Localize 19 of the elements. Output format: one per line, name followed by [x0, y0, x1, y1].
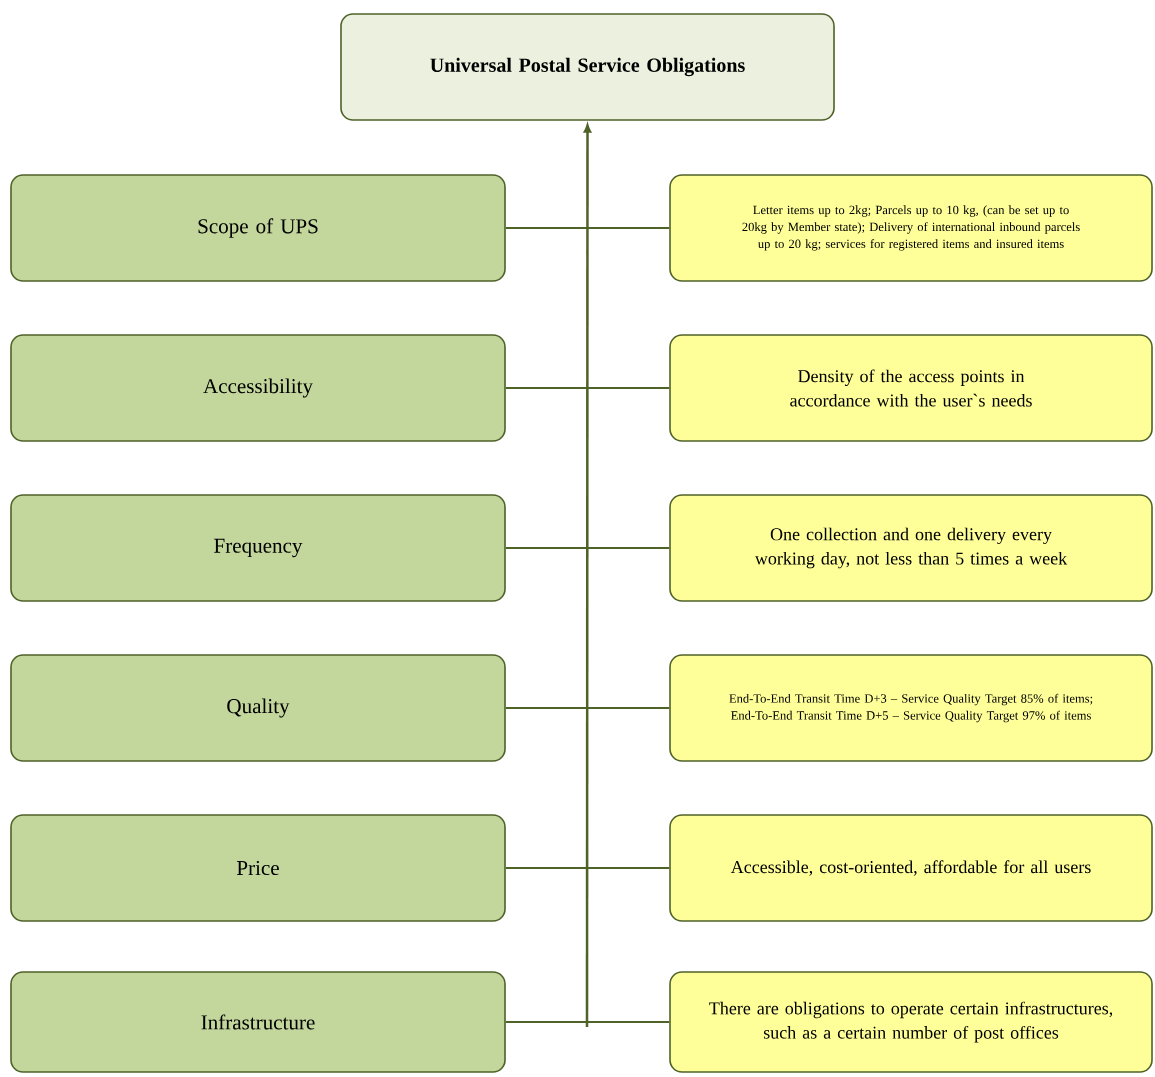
description-box: End-To-End Transit Time D+3 – Service Quality Target 85% of items; End-To-End Transit Time D+5 – Service Quality Target 97% of items — [669, 654, 1153, 762]
category-box: Infrastructure — [10, 971, 506, 1073]
category-box: Accessibility — [10, 334, 506, 442]
connector-line — [504, 867, 671, 869]
connector-line — [504, 547, 671, 549]
category-box: Price — [10, 814, 506, 922]
description-box: Accessible, cost-oriented, affordable for all users — [669, 814, 1153, 922]
connector-line — [504, 707, 671, 709]
connector-line — [504, 227, 671, 229]
description-box: Letter items up to 2kg; Parcels up to 10 kg, (can be set up to 20kg by Member state); Delivery of international inbound parcels up to 20 kg; services for registered items and insured items — [669, 174, 1153, 282]
category-box: Scope of UPS — [10, 174, 506, 282]
description-box: One collection and one delivery every working day, not less than 5 times a week — [669, 494, 1153, 602]
description-box: Density of the access points in accordance with the user`s needs — [669, 334, 1153, 442]
category-box: Frequency — [10, 494, 506, 602]
description-box: There are obligations to operate certain infrastructures, such as a certain number of post offices — [669, 971, 1153, 1073]
connector-line — [504, 1021, 671, 1023]
title-box: Universal Postal Service Obligations — [340, 13, 835, 121]
category-box: Quality — [10, 654, 506, 762]
connector-line — [504, 387, 671, 389]
